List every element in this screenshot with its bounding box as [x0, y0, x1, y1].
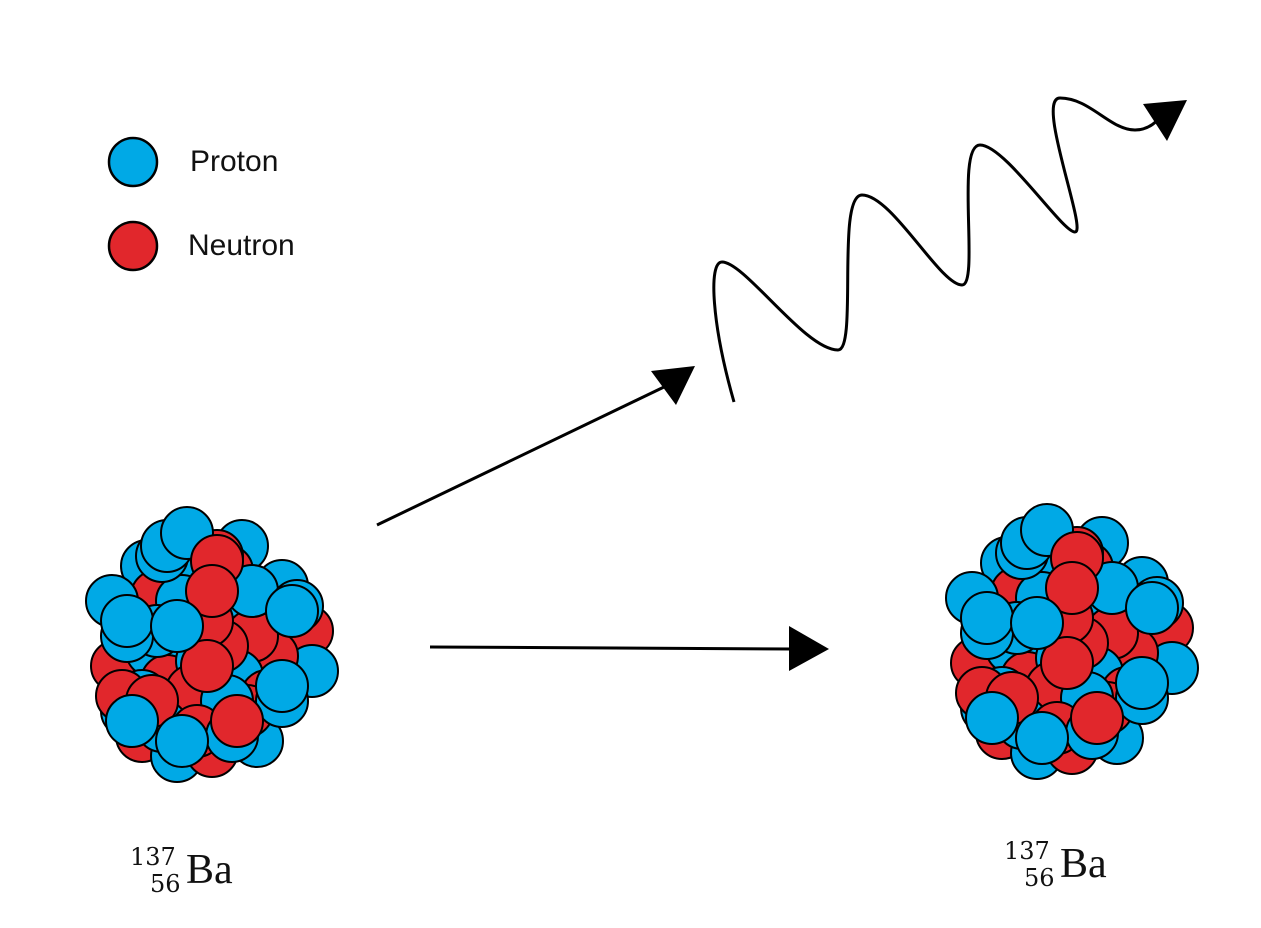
proton-sphere	[1015, 711, 1069, 765]
neutron-sphere	[210, 694, 264, 748]
neutron-sphere	[1045, 561, 1099, 615]
legend-item-neutron: Neutron	[107, 220, 295, 272]
legend-label-proton: Proton	[190, 145, 278, 178]
legend-item-proton: Proton	[107, 136, 278, 188]
legend-label-neutron: Neutron	[188, 229, 295, 262]
proton-sphere	[255, 659, 309, 713]
neutron-sphere	[1070, 691, 1124, 745]
proton-sphere	[1115, 656, 1169, 710]
mass-number: 137	[1004, 837, 1050, 865]
atomic-number: 56	[1024, 864, 1055, 892]
element-symbol: Ba	[1060, 841, 1107, 887]
mass-number: 137	[130, 843, 176, 871]
isotope-label: 137 56 Ba	[1004, 837, 1107, 892]
nucleus-excited	[85, 506, 339, 783]
neutron-sphere	[185, 564, 239, 618]
diagonal-arrow-icon	[376, 366, 695, 527]
wavy-arrow-icon	[712, 96, 1187, 403]
neutron-sphere	[180, 639, 234, 693]
proton-sphere	[150, 599, 204, 653]
proton-sphere	[105, 694, 159, 748]
proton-sphere	[155, 714, 209, 768]
atomic-number: 56	[150, 870, 181, 898]
proton-sphere	[100, 594, 154, 648]
proton-sphere	[965, 691, 1019, 745]
proton-sphere	[960, 591, 1014, 645]
proton-sphere	[1010, 596, 1064, 650]
nucleus-ground-state	[945, 503, 1199, 780]
neutron-sphere	[1040, 636, 1094, 690]
neutron-swatch-icon	[107, 220, 159, 272]
isotope-label: 137 56 Ba	[130, 843, 233, 898]
legend: Proton Neutron	[107, 136, 295, 272]
proton-sphere	[1125, 581, 1179, 635]
element-symbol: Ba	[186, 847, 233, 893]
proton-swatch-icon	[107, 136, 159, 188]
horizontal-arrow-icon	[429, 626, 829, 671]
proton-sphere	[265, 584, 319, 638]
